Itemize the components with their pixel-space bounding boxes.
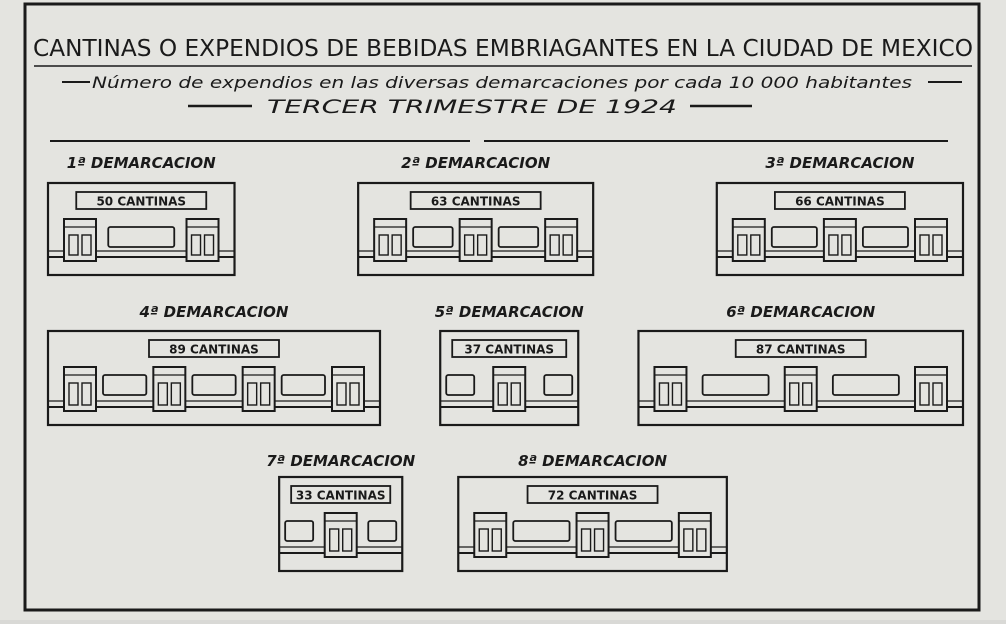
district-label: 7ª DEMARCACION [266,452,415,470]
door-panel-right [81,382,92,406]
door-panel-right [696,528,707,552]
door-panel-right [259,382,271,406]
value-sign [148,339,280,358]
door-panel-left [336,382,347,406]
value-label: 37 CANTINAS [464,343,554,357]
storefront-bar: 1ª DEMARCACION 50 CANTINAS [46,154,236,277]
chart-marks: 1ª DEMARCACION 50 CANTINAS 2ª DEMARCACION 6… [46,154,965,573]
window [701,374,770,396]
door-panel-left [190,234,202,256]
district-label: 8ª DEMARCACION [518,452,667,470]
door-panel-right [932,234,943,256]
value-sign [75,191,208,210]
window [367,520,398,542]
value-label: 66 CANTINAS [795,195,885,209]
district-label: 4ª DEMARCACION [139,303,289,321]
door-panel-left [497,382,508,406]
door-panel-left [329,528,340,552]
window [445,374,476,396]
window [861,226,909,248]
door-panel-left [919,382,930,406]
storefront-bar: 3ª DEMARCACION 66 CANTINAS [715,154,965,277]
chart-title: CANTINAS O EXPENDIOS DE BEBIDAS EMBRIAGA… [33,36,973,62]
district-label: 2ª DEMARCACION [401,154,550,172]
value-label: 89 CANTINAS [169,343,259,357]
storefront-bar: 2ª DEMARCACION 63 CANTINAS [357,154,595,277]
district-label: 3ª DEMARCACION [765,154,914,172]
door-panel-left [919,234,930,256]
window [770,226,818,248]
door-panel-left [378,234,389,256]
outer-frame [23,2,981,612]
door-panel-right [671,382,683,406]
value-sign [734,339,867,358]
value-label: 72 CANTINAS [548,489,638,503]
value-sign [290,485,392,504]
district-label: 1ª DEMARCACION [67,154,216,172]
window [412,226,454,248]
window [497,226,540,248]
door-panel-right [203,234,215,256]
door-panel-right [476,234,488,256]
door-panel-right [510,382,521,406]
door-panel-right [841,234,852,256]
door-panel-left [789,382,800,406]
window [543,374,574,396]
window [107,226,176,248]
door-panel-left [157,382,169,406]
value-sign [409,191,542,210]
value-label: 63 CANTINAS [431,195,521,209]
door-panel-right [750,234,761,256]
value-label: 33 CANTINAS [296,489,386,503]
storefront-bar: 4ª DEMARCACION 89 CANTINAS [46,303,382,427]
door-panel-right [342,528,353,552]
door-panel-right [562,234,573,256]
window [102,374,148,396]
value-sign [451,339,568,358]
door-panel-right [391,234,402,256]
window [284,520,315,542]
window [191,374,237,396]
door-panel-left [683,528,694,552]
door-panel-right [593,528,605,552]
door-panel-left [478,528,489,552]
storefront-bar: 8ª DEMARCACION 72 CANTINAS [457,452,728,573]
door-panel-left [68,382,79,406]
door-panel-left [68,234,79,256]
window [614,520,673,542]
door-panel-left [828,234,839,256]
door-panel-right [81,234,92,256]
door-panel-right [491,528,502,552]
window [512,520,571,542]
value-label: 87 CANTINAS [756,343,846,357]
chart-period: TERCER TRIMESTRE DE 1924 [267,96,677,118]
value-sign [526,485,659,504]
window [280,374,326,396]
door-panel-right [170,382,182,406]
value-label: 50 CANTINAS [96,195,186,209]
door-panel-left [658,382,670,406]
district-label: 5ª DEMARCACION [435,303,584,321]
door-panel-right [932,382,943,406]
storefront-bar: 7ª DEMARCACION 33 CANTINAS [266,452,416,573]
door-panel-left [549,234,560,256]
district-label: 6ª DEMARCACION [726,303,875,321]
door-panel-left [463,234,475,256]
window [831,374,900,396]
value-sign [773,191,906,210]
door-panel-left [737,234,748,256]
door-panel-right [349,382,360,406]
storefront-bar: 6ª DEMARCACION 87 CANTINAS [637,303,965,427]
door-panel-left [580,528,592,552]
storefront-bar: 5ª DEMARCACION 37 CANTINAS [435,303,584,427]
door-panel-right [802,382,813,406]
door-panel-left [246,382,258,406]
chart-subtitle: Número de expendios en las diversas dema… [92,73,912,92]
